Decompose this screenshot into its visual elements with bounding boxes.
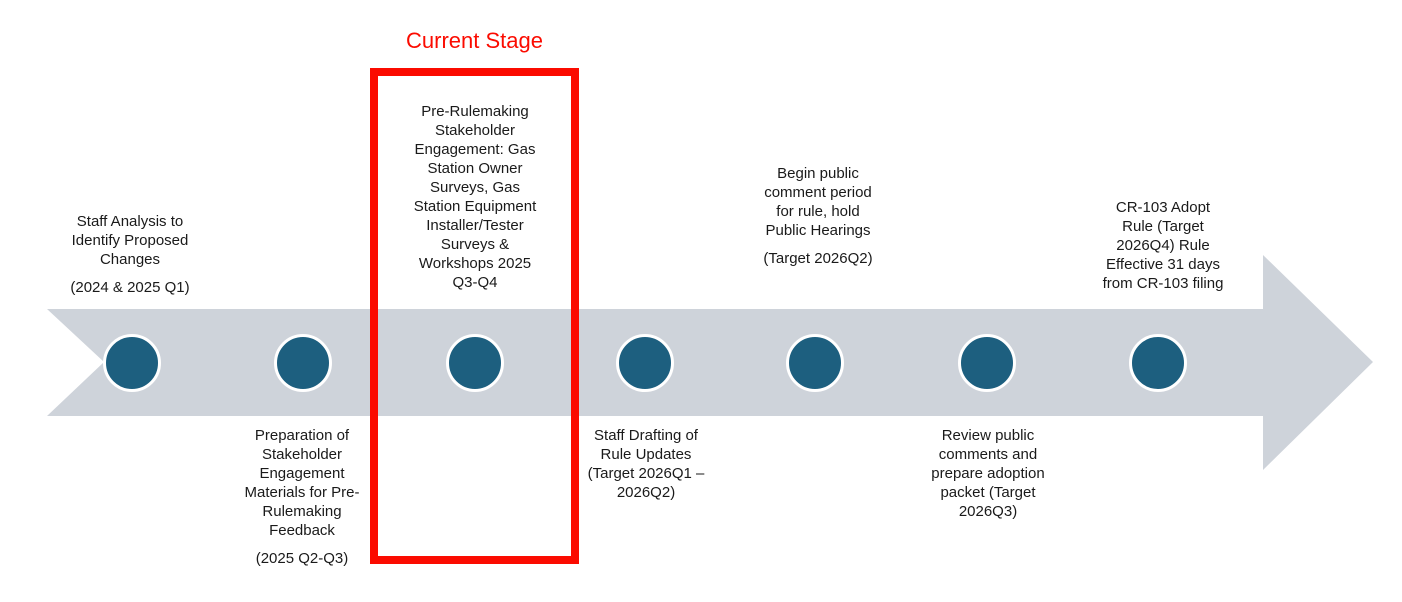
timeline-node-3 xyxy=(446,334,504,392)
stage-label-staff-analysis: Staff Analysis to Identify Proposed Chan… xyxy=(40,212,220,297)
stage-text: Begin public comment period for rule, ho… xyxy=(764,165,872,239)
stage-label-staff-drafting: Staff Drafting of Rule Updates (Target 2… xyxy=(564,426,728,502)
stage-label-pre-rulemaking-engagement: Pre-Rulemaking Stakeholder Engagement: G… xyxy=(388,102,562,292)
stage-text: CR-103 Adopt Rule (Target 2026Q4) Rule E… xyxy=(1102,199,1224,292)
timeline-node-6 xyxy=(958,334,1016,392)
stage-text: Staff Analysis to Identify Proposed Chan… xyxy=(71,213,189,268)
stage-text: Preparation of Stakeholder Engagement Ma… xyxy=(244,427,360,539)
timeline-node-7 xyxy=(1129,334,1187,392)
stage-label-review-comments: Review public comments and prepare adopt… xyxy=(906,426,1070,521)
current-stage-highlight-box xyxy=(370,68,579,564)
timeline-node-5 xyxy=(786,334,844,392)
stage-text: Pre-Rulemaking Stakeholder Engagement: G… xyxy=(413,103,537,291)
stage-label-adopt-rule: CR-103 Adopt Rule (Target 2026Q4) Rule E… xyxy=(1081,198,1245,293)
current-stage-label: Current Stage xyxy=(406,28,543,53)
stage-text: Staff Drafting of Rule Updates (Target 2… xyxy=(587,427,705,501)
timeline-node-4 xyxy=(616,334,674,392)
timeline-node-1 xyxy=(103,334,161,392)
stage-text: Review public comments and prepare adopt… xyxy=(931,427,1045,520)
stage-label-public-comment-period: Begin public comment period for rule, ho… xyxy=(740,164,896,268)
timeline-node-2 xyxy=(274,334,332,392)
timeline-arrow-shape xyxy=(47,255,1373,470)
stage-date: (2025 Q2-Q3) xyxy=(255,550,349,567)
stage-date: (2024 & 2025 Q1) xyxy=(70,279,190,296)
stage-date: (Target 2026Q2) xyxy=(763,250,873,267)
stage-label-prep-stakeholder-materials: Preparation of Stakeholder Engagement Ma… xyxy=(222,426,382,568)
